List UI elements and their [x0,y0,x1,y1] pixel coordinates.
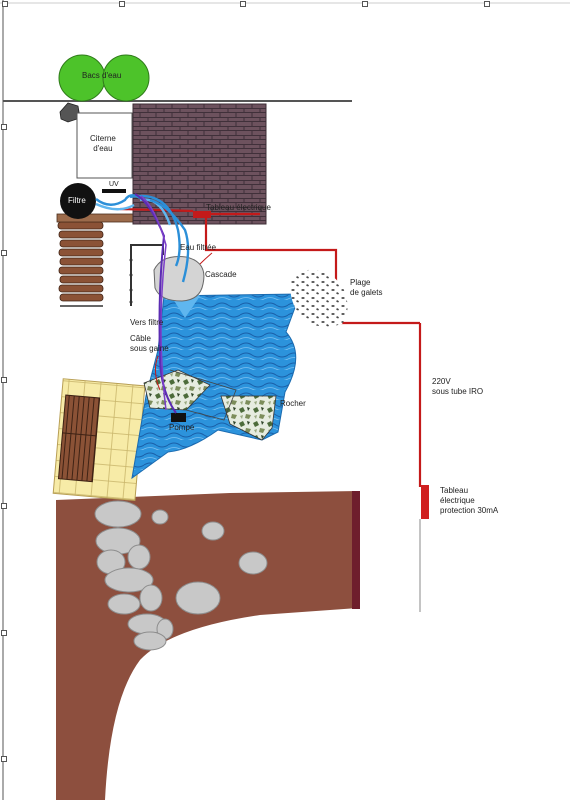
label-water-barrels: Bacs d'eau [82,71,122,80]
handle-top-5 [484,1,490,7]
terrace-deck [57,394,101,483]
ground-edge [352,491,360,609]
label-rock: Rocher [280,399,306,408]
label-water-tank: Citerne d'eau [90,134,116,153]
barrel-right [102,54,150,102]
handle-left-6 [1,756,7,762]
handle-left-5 [1,630,7,636]
label-220v-line: 220V sous tube IRO [432,377,484,396]
handle-left-4 [1,503,7,509]
power-cables [119,207,422,487]
label-uv: UV [109,181,119,188]
pond-rocks [143,369,277,441]
label-to-filter: Vers filtre [130,318,164,327]
handle-left-1 [1,124,7,130]
label-pump: Pompe [169,423,195,432]
label-waterfall: Cascade [205,270,237,279]
handle-top-3 [240,1,246,7]
filter [60,183,96,219]
handle-left-2 [1,250,7,256]
label-electric-panel-top: Tableau électrique [206,203,271,212]
wood-pile [57,221,104,302]
handle-top-2 [119,1,125,7]
label-electric-panel-bottom: Tableau électrique protection 30mA [440,486,499,515]
electric-box-bottom [421,485,429,519]
uv-unit [102,189,126,193]
terrace [52,378,146,501]
cascade-rock [153,256,205,302]
water-tank [76,112,133,179]
label-pebble-beach: Plage de galets [350,278,383,297]
stepping-stones [94,500,268,651]
handle-left-3 [1,377,7,383]
handle-top-4 [362,1,368,7]
label-filter: Filtre [68,196,86,205]
handle-top-1 [2,1,8,7]
water-hoses [95,193,190,414]
label-cable-sheath: Câble sous gaine [130,334,169,353]
pebble-beach [290,269,348,327]
electric-box-top [193,211,211,218]
label-filtered-water: Eau filtrée [180,243,217,252]
pump [171,413,186,422]
